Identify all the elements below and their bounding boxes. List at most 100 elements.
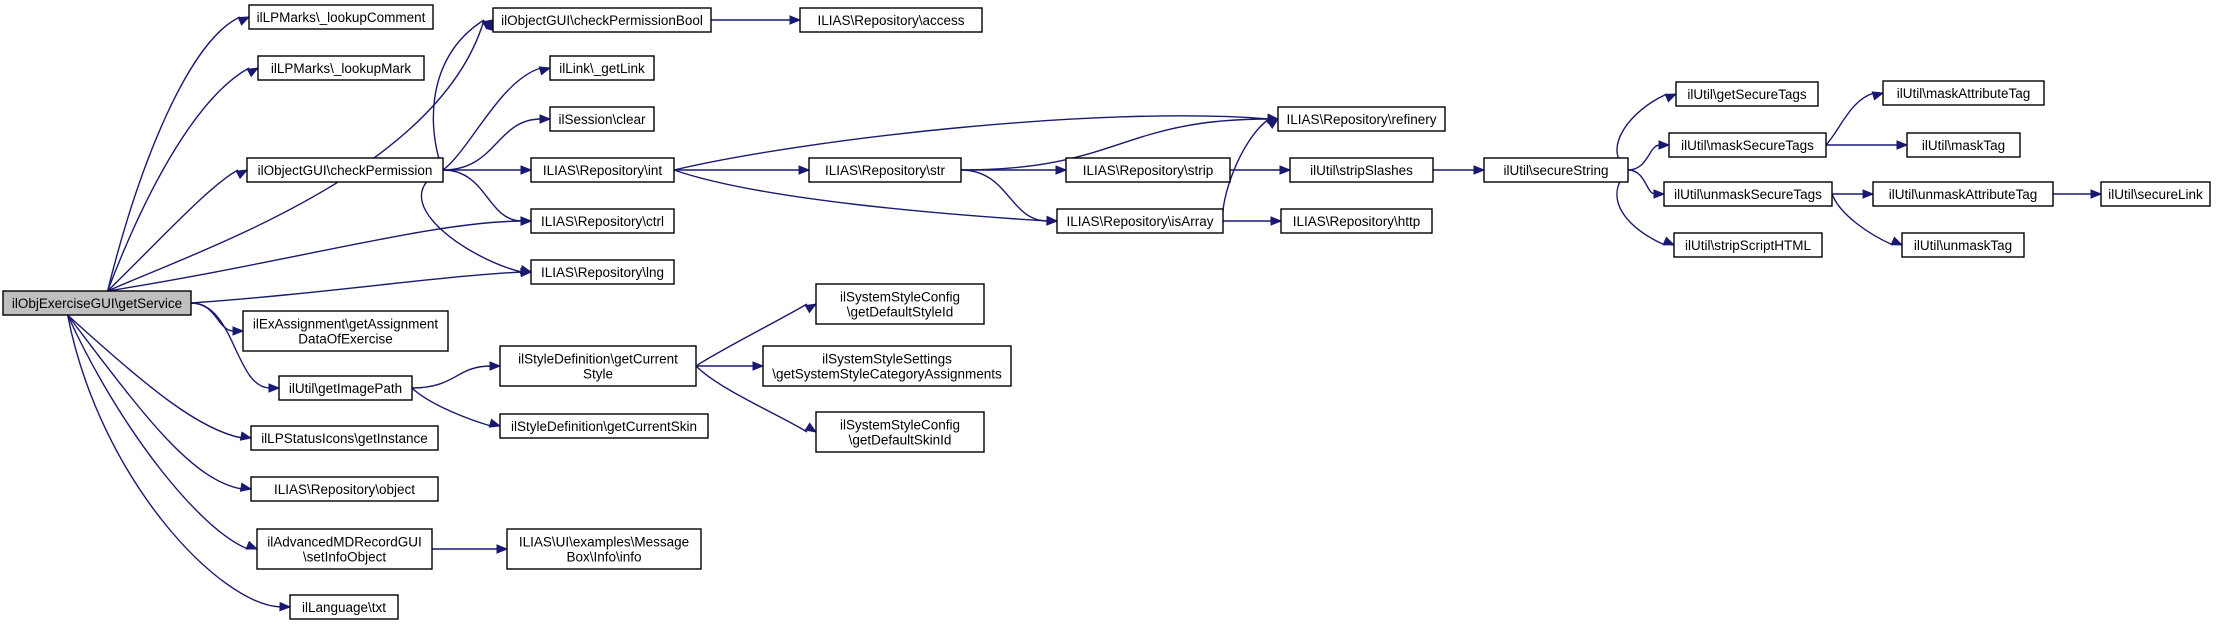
call-edge-root-to-lookup-mark xyxy=(106,67,260,292)
node-box xyxy=(1673,232,1823,258)
arrowhead-icon xyxy=(279,601,292,612)
node-label: ilUtil\maskAttributeTag xyxy=(1897,86,2031,101)
node-label: ilUtil\getSecureTags xyxy=(1687,87,1807,102)
node-label: \setInfoObject xyxy=(303,550,387,565)
node-set-info-object[interactable]: ilAdvancedMDRecordGUI\setInfoObject xyxy=(256,528,433,570)
node-txt[interactable]: ilLanguage\txt xyxy=(289,594,399,620)
edge-line xyxy=(673,115,1270,171)
node-label: ilObjExerciseGUI\getService xyxy=(12,296,182,311)
call-edge-set-info-object-to-message-box-info xyxy=(432,544,509,554)
node-access[interactable]: ILIAS\Repository\access xyxy=(799,7,983,33)
node-box xyxy=(1065,157,1231,183)
node-label: ILIAS\Repository\object xyxy=(274,482,415,497)
node-get-default-style-id[interactable]: ilSystemStyleConfig\getDefaultStyleId xyxy=(815,283,985,325)
arrowhead-icon xyxy=(519,265,533,275)
node-mask-attribute-tag[interactable]: ilUtil\maskAttributeTag xyxy=(1882,80,2045,106)
node-box xyxy=(1483,157,1629,183)
node-clear[interactable]: ilSession\clear xyxy=(549,106,655,132)
node-check-permission[interactable]: ilObjectGUI\checkPermission xyxy=(246,157,444,183)
node-box xyxy=(1882,80,2045,106)
node-is-array[interactable]: ILIAS\Repository\isArray xyxy=(1056,208,1224,234)
node-box xyxy=(256,528,433,570)
arrowhead-icon xyxy=(1473,165,1486,175)
node-refinery[interactable]: ILIAS\Repository\refinery xyxy=(1277,106,1446,132)
call-edge-secure-string-to-mask-secure-tags xyxy=(1627,140,1671,171)
node-label: ilSession\clear xyxy=(558,112,646,127)
node-secure-string[interactable]: ilUtil\secureString xyxy=(1483,157,1629,183)
arrowhead-icon xyxy=(1862,189,1875,199)
node-label: ilLanguage\txt xyxy=(302,600,386,615)
node-box xyxy=(248,4,434,30)
node-label: ILIAS\Repository\strip xyxy=(1083,163,1214,178)
node-unmask-secure-tags[interactable]: ilUtil\unmaskSecureTags xyxy=(1663,181,1833,207)
arrowhead-icon xyxy=(235,169,249,180)
edge-line xyxy=(442,169,523,222)
node-get-current-skin[interactable]: ilStyleDefinition\getCurrentSkin xyxy=(499,413,709,439)
node-unmask-attribute-tag[interactable]: ilUtil\unmaskAttributeTag xyxy=(1872,181,2054,207)
node-label: ILIAS\Repository\int xyxy=(543,163,663,178)
call-edge-strip-to-strip-slashes xyxy=(1230,165,1292,175)
arrowhead-icon xyxy=(1664,93,1678,103)
node-box xyxy=(1906,132,2021,158)
call-edge-root-to-get-assignment-data-of-exercise xyxy=(190,302,245,336)
arrowhead-icon xyxy=(2090,189,2103,199)
arrowhead-icon xyxy=(239,431,253,441)
call-edge-secure-string-to-unmask-secure-tags xyxy=(1627,169,1666,199)
node-label: ilUtil\unmaskAttributeTag xyxy=(1889,187,2038,202)
node-mask-tag[interactable]: ilUtil\maskTag xyxy=(1906,132,2021,158)
call-edge-get-current-style-to-get-default-skin-id xyxy=(695,365,818,433)
node-lookup-comment[interactable]: ilLPMarks\_lookupComment xyxy=(248,4,434,30)
node-label: ilUtil\stripSlashes xyxy=(1310,163,1413,178)
node-get-link[interactable]: ilLink\_getLink xyxy=(549,55,655,81)
call-edge-str-to-strip xyxy=(961,165,1068,175)
arrowhead-icon xyxy=(237,16,251,26)
edge-line xyxy=(695,303,808,367)
node-int[interactable]: ILIAS\Repository\int xyxy=(530,157,675,183)
arrowhead-icon xyxy=(488,418,502,428)
node-get-default-skin-id[interactable]: ilSystemStyleConfig\getDefaultSkinId xyxy=(815,411,985,453)
node-get-image-path[interactable]: ilUtil\getImagePath xyxy=(278,375,413,401)
node-secure-link[interactable]: ilUtil\secureLink xyxy=(2100,181,2211,207)
node-label: ILIAS\UI\examples\Message xyxy=(519,535,689,550)
edge-line xyxy=(107,169,239,292)
node-label: ilUtil\maskSecureTags xyxy=(1681,138,1814,153)
node-strip-slashes[interactable]: ilUtil\stripSlashes xyxy=(1289,157,1434,183)
node-box xyxy=(1872,181,2054,207)
arrowhead-icon xyxy=(1653,189,1666,199)
node-str[interactable]: ILIAS\Repository\str xyxy=(808,157,962,183)
node-http[interactable]: ILIAS\Repository\http xyxy=(1280,208,1433,234)
node-get-instance[interactable]: ilLPStatusIcons\getInstance xyxy=(250,425,439,451)
node-root[interactable]: ilObjExerciseGUI\getService xyxy=(2,290,192,316)
node-label: ILIAS\Repository\access xyxy=(817,13,964,28)
node-label: ilStyleDefinition\getCurrentSkin xyxy=(511,419,697,434)
node-strip-script-html[interactable]: ilUtil\stripScriptHTML xyxy=(1673,232,1823,258)
edge-line xyxy=(960,169,1049,222)
node-label: ilUtil\unmaskSecureTags xyxy=(1674,187,1822,202)
arrowhead-icon xyxy=(1890,236,1904,246)
node-ctrl[interactable]: ILIAS\Repository\ctrl xyxy=(530,208,675,234)
node-check-permission-bool[interactable]: ilObjectGUI\checkPermissionBool xyxy=(492,7,712,33)
node-lng[interactable]: ILIAS\Repository\lng xyxy=(530,259,675,285)
call-edge-check-permission-to-get-link xyxy=(442,66,552,171)
node-lookup-mark[interactable]: ilLPMarks\_lookupMark xyxy=(257,55,425,81)
edge-line xyxy=(66,314,249,550)
node-object[interactable]: ILIAS\Repository\object xyxy=(250,476,439,502)
node-label: ILIAS\Repository\str xyxy=(825,163,946,178)
node-strip[interactable]: ILIAS\Repository\strip xyxy=(1065,157,1231,183)
node-label: ILIAS\Repository\lng xyxy=(541,265,664,280)
node-box xyxy=(492,7,712,33)
node-get-system-style-category-assignments[interactable]: ilSystemStyleSettings\getSystemStyleCate… xyxy=(762,345,1012,387)
node-mask-secure-tags[interactable]: ilUtil\maskSecureTags xyxy=(1668,132,1827,158)
call-edge-get-current-style-to-get-default-style-id xyxy=(695,303,818,367)
node-get-secure-tags[interactable]: ilUtil\getSecureTags xyxy=(1675,81,1819,107)
node-box xyxy=(530,157,675,183)
node-label: ilObjectGUI\checkPermission xyxy=(258,163,433,178)
edge-line xyxy=(432,19,485,171)
node-label: ilLink\_getLink xyxy=(559,61,645,76)
node-unmask-tag[interactable]: ilUtil\unmaskTag xyxy=(1901,232,2025,258)
node-box xyxy=(278,375,413,401)
node-get-assignment-data-of-exercise[interactable]: ilExAssignment\getAssignmentDataOfExerci… xyxy=(242,310,449,352)
edge-line xyxy=(107,220,523,292)
